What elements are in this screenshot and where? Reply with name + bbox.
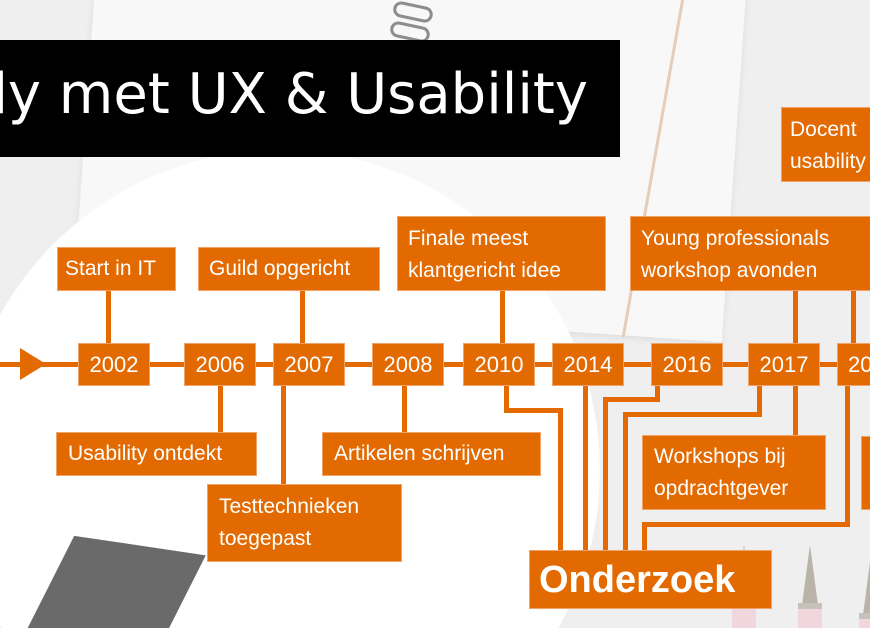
year-2002: 2002 xyxy=(78,343,150,386)
event-text-line: Docent xyxy=(790,118,857,141)
connector xyxy=(623,412,762,417)
connector xyxy=(500,290,505,344)
pen-icon xyxy=(858,555,870,628)
connector xyxy=(757,385,762,417)
connector xyxy=(281,385,286,485)
event-text-line: Workshops bij xyxy=(654,445,786,468)
connector xyxy=(793,290,798,344)
connector xyxy=(603,397,660,402)
connector xyxy=(851,290,856,344)
connector xyxy=(655,385,660,401)
event-guild-opgericht: Guild opgericht xyxy=(198,247,380,291)
connector xyxy=(558,408,563,551)
event-testtechnieken: Testtechnieken toegepast xyxy=(207,484,402,562)
connector xyxy=(642,522,850,527)
year-2014: 2014 xyxy=(552,343,624,386)
connector xyxy=(504,408,563,413)
connector xyxy=(603,397,608,551)
year-2008: 2008 xyxy=(372,343,444,386)
event-text-line: workshop avonden xyxy=(641,259,818,282)
event-text-line: Young professionals xyxy=(641,227,830,250)
title-banner: ndy met UX & Usability xyxy=(0,40,620,157)
event-text-line: klantgericht idee xyxy=(408,259,561,282)
event-finale-klantgericht: Finale meest klantgericht idee xyxy=(397,216,606,291)
arrow-right-icon xyxy=(20,348,46,380)
event-artikelen-schrijven: Artikelen schrijven xyxy=(322,432,541,476)
event-text-line: opdrachtgever xyxy=(654,477,789,500)
connector xyxy=(300,290,305,344)
connector xyxy=(504,385,509,412)
year-cutoff: 20 xyxy=(837,343,870,386)
event-cutoff-box xyxy=(861,436,870,510)
event-start-in-it: Start in IT xyxy=(57,247,176,291)
connector xyxy=(402,385,407,433)
connector xyxy=(583,385,588,551)
connector xyxy=(106,290,111,344)
connector xyxy=(793,385,798,436)
event-docent-usability: Docent usability xyxy=(781,107,870,182)
year-2006: 2006 xyxy=(184,343,256,386)
event-usability-ontdekt: Usability ontdekt xyxy=(56,432,257,476)
year-2016: 2016 xyxy=(651,343,723,386)
connector xyxy=(623,412,628,551)
year-2010: 2010 xyxy=(463,343,535,386)
event-workshops-opdrachtgever: Workshops bij opdrachtgever xyxy=(642,435,826,510)
pen-icon xyxy=(797,545,823,628)
hub-onderzoek: Onderzoek xyxy=(529,550,772,609)
connector xyxy=(845,385,850,527)
year-2017: 2017 xyxy=(748,343,820,386)
connector xyxy=(642,522,647,551)
connector xyxy=(218,385,223,433)
page-title: ndy met UX & Usability xyxy=(0,62,588,127)
event-text-line: toegepast xyxy=(219,527,312,550)
event-text-line: Testtechnieken xyxy=(219,495,360,518)
event-young-professionals: Young professionals workshop avonden xyxy=(630,216,870,291)
year-2007: 2007 xyxy=(273,343,345,386)
event-text-line: usability xyxy=(790,150,866,173)
event-text-line: Finale meest xyxy=(408,227,529,250)
